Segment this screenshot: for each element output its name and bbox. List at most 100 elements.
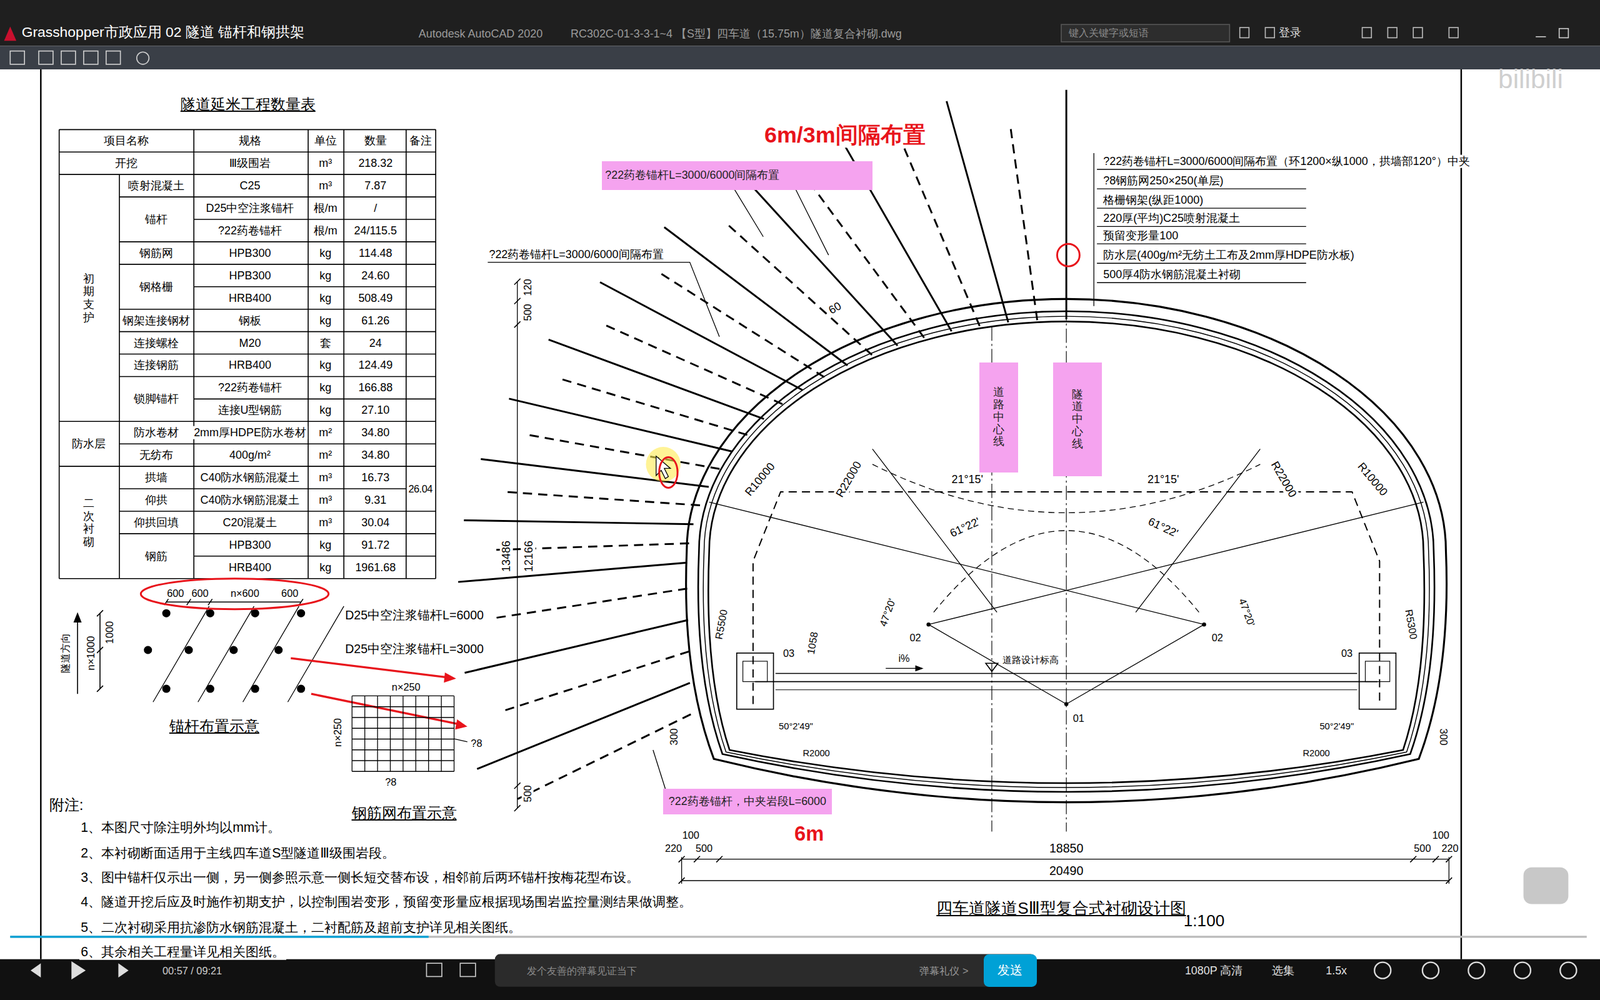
dimension: 600 [280, 586, 300, 599]
table-cell: 钢格栅 [138, 280, 175, 294]
callout: ?8 [383, 775, 398, 788]
mesh-bar [402, 695, 404, 772]
danmaku-input [495, 954, 1036, 987]
table-cell: 91.72 [360, 538, 391, 552]
mesh-bar [351, 771, 454, 772]
angle: 50°2'49" [1318, 721, 1355, 732]
table-cell: m³ [317, 179, 334, 193]
bolt-dot [185, 645, 194, 654]
app-name: Autodesk AutoCAD 2020 [417, 27, 544, 41]
minimize-icon [1535, 36, 1546, 38]
angle: 47°20' [1236, 595, 1259, 629]
table-cell: HPB300 [228, 268, 273, 282]
mesh-bar [428, 695, 429, 772]
table-rule [58, 129, 60, 579]
rock-bolt [742, 176, 898, 346]
video-title: Grasshopper市政应用 02 隧道 锚杆和钢拱架 [20, 23, 307, 40]
annotation: 6m/3m间隔布置 [763, 121, 927, 148]
highlight-box: ?22药卷锚杆L=3000/6000间隔布置 [601, 161, 873, 190]
leader-underline [1096, 188, 1307, 189]
rock-bolt [1065, 90, 1068, 320]
dimension-line [681, 858, 1450, 860]
center-point [926, 622, 931, 627]
table-rule [119, 196, 436, 198]
table-cell: HRB400 [227, 291, 273, 305]
speed-button: 1.5x [1324, 963, 1349, 977]
table-cell: 初期支护 [77, 271, 100, 324]
dimension-tick [514, 278, 521, 285]
leader-underline [1096, 207, 1307, 209]
red-markup-circle [140, 578, 329, 610]
table-cell: 拱墙 [143, 471, 169, 485]
table-cell: HRB400 [227, 560, 273, 574]
table-cell: C40防水钢筋混凝土 [199, 493, 302, 507]
dimension: 120 [521, 278, 534, 298]
node-text: ?22药卷锚杆，中夹岩段L=6000 [668, 795, 827, 809]
rock-bolt [499, 651, 689, 712]
progress-track [10, 935, 1587, 938]
leader-line [1093, 153, 1095, 307]
rock-bolt [1010, 123, 1038, 320]
table-rule [193, 398, 436, 400]
table-cell: C25 [238, 179, 262, 193]
leader-line [454, 738, 468, 742]
table-cell: HPB300 [228, 246, 273, 260]
dimension: 300 [1438, 726, 1450, 747]
road-surface [755, 681, 1378, 683]
dimension-tick [96, 610, 104, 617]
arrow-head [915, 665, 924, 672]
window-icon [1240, 27, 1250, 38]
search-box [1061, 24, 1230, 42]
mesh-bar [351, 760, 454, 761]
angle: 50°2'49" [777, 721, 815, 732]
toolbar-icon [10, 51, 25, 65]
table-rule [119, 263, 436, 265]
mesh-bar [351, 695, 454, 697]
table-cell: kg [318, 560, 333, 574]
note: 5、二次衬砌采用抗渗防水钢筋混凝土，二衬配筋及超前支护详见相关图纸。 [79, 920, 523, 935]
node-text: ?22药卷锚杆L=3000/6000间隔布置 [605, 168, 780, 182]
mesh-bar [351, 695, 353, 772]
highlight-box: ?22药卷锚杆，中夹岩段L=6000 [663, 788, 832, 815]
radius: R2000 [1301, 747, 1331, 759]
lining-outline [686, 298, 1447, 802]
rock-bolt [901, 143, 980, 327]
table-cell: 26.04 [406, 483, 434, 495]
annotation: 6m [793, 821, 825, 846]
table-cell: 防水卷材 [132, 426, 180, 440]
toolbar [0, 45, 1600, 70]
point-label: 03 [781, 647, 796, 660]
table-rule [59, 465, 436, 467]
table-rule [193, 555, 436, 557]
table-cell: 无纺布 [138, 448, 175, 462]
table-cell: kg [318, 538, 333, 552]
bolt-dot [162, 609, 171, 618]
progress-played [10, 935, 429, 938]
node-text: 发送 [997, 963, 1023, 978]
window-icon [1387, 27, 1397, 38]
table-cell: 7.87 [363, 179, 388, 193]
table-rule [119, 533, 436, 535]
callout: ?22药卷锚杆L=3000/6000间隔布置（环1200×纵1000，拱墙部12… [1101, 155, 1472, 169]
table-cell: 项目名称 [102, 134, 150, 148]
arrow-head [73, 612, 82, 623]
dimension-tick [1432, 856, 1439, 863]
slope-arrow [885, 668, 919, 669]
dimension-tick [1410, 856, 1417, 863]
rock-bolt [556, 377, 748, 435]
dimension: 100 [681, 828, 701, 841]
mesh-bar [351, 728, 454, 729]
dimension: 500 [521, 302, 534, 322]
table-rule [119, 331, 436, 333]
table-cell: 套 [318, 336, 333, 350]
watermark: bilibili [1496, 64, 1565, 95]
angle: 21°15' [1146, 473, 1181, 487]
drawing-title: 四车道隧道SⅢ型复合式衬砌设计图 [935, 898, 1187, 918]
rock-bolt [600, 281, 803, 390]
toolbar-icon [61, 51, 76, 65]
radius: R2000 [801, 747, 831, 759]
leader-underline [1096, 243, 1307, 245]
dimension-tick [514, 782, 521, 789]
rock-bolt [458, 562, 687, 582]
